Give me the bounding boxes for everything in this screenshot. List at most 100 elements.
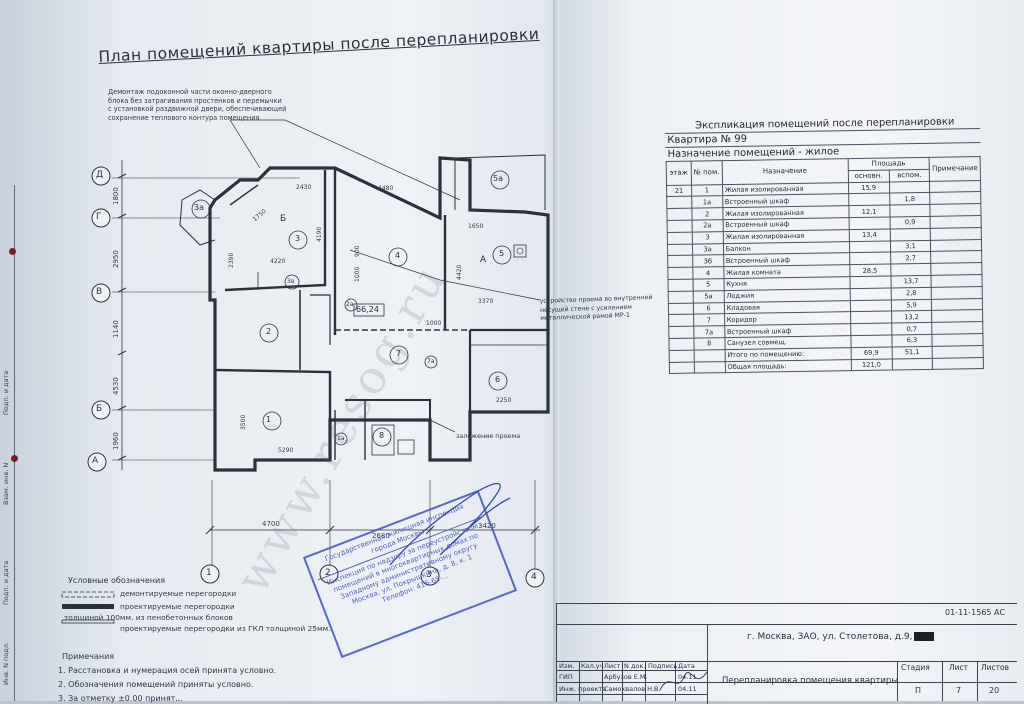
callout-line: блока без затрагивания простенков и пере… (108, 96, 282, 105)
callout-bottom: заложение проема (456, 432, 521, 440)
cell-area-aux: 13,2 (891, 310, 932, 324)
cell-floor (667, 231, 693, 245)
cell-area-main (850, 334, 892, 348)
address: г. Москва, ЗАО, ул. Столетова, д.9, (747, 632, 935, 642)
list-value: 7 (956, 686, 962, 695)
engineer-signature (659, 671, 708, 691)
dimension-label: 3500 (240, 414, 247, 430)
title-block: 01-11-1565 АС г. Москва, ЗАО, ул. Столет… (556, 603, 1017, 704)
cell-name: Общая площадь: (724, 359, 851, 373)
cell-area-aux: 51,1 (891, 346, 933, 359)
cell-floor (668, 326, 694, 339)
cell-note (931, 298, 983, 311)
room-number: 8 (379, 431, 385, 440)
th-kuch: Кол.уч (581, 662, 604, 670)
cell-area-main: 13,4 (848, 228, 891, 242)
th-podp: Подпись (648, 662, 678, 670)
section-mark: А (480, 255, 487, 265)
cell-number (693, 349, 725, 362)
legend-item: проектируемые перегородки (120, 602, 235, 611)
th-ndok: N док. (624, 662, 646, 670)
stage-header: Стадия (901, 663, 930, 672)
gip-name: Арбузов Е.М. (604, 673, 648, 681)
cell-note (930, 250, 982, 264)
axis-label: А (92, 456, 99, 466)
cell-area-main (849, 287, 892, 301)
engineer-date: 04.11 (678, 685, 697, 693)
drawing-code: 01-11-1565 АС (945, 608, 1006, 617)
room-number: 7а (427, 358, 435, 365)
cell-note (929, 180, 981, 193)
note-item: 1. Расстановка и нумерация осей принята … (58, 666, 277, 675)
role-engineer: Инж. проекта (559, 685, 607, 693)
cell-number: 7а (693, 325, 725, 339)
address-text: г. Москва, ЗАО, ул. Столетова, д.9, (747, 632, 913, 642)
cell-area-aux: 5,9 (891, 298, 932, 312)
cell-number: 1а (691, 195, 723, 209)
cell-area-aux (891, 357, 933, 371)
cell-area-aux: 6,3 (891, 334, 933, 347)
cell-number: 3б (692, 254, 724, 268)
room-number: 3а (194, 203, 204, 212)
cell-floor (668, 314, 694, 327)
room-number: 2а (346, 301, 354, 308)
cell-floor: 21 (666, 184, 692, 197)
dimension-label: 4190 (316, 226, 323, 242)
cell-note (932, 357, 984, 370)
dimension-label: 1800 (112, 187, 120, 205)
dimension-label: 2430 (296, 184, 312, 191)
cell-floor (668, 279, 693, 292)
dimension-label: 4220 (270, 258, 286, 265)
dimension-label: 4480 (378, 185, 394, 192)
legend-swatches (61, 591, 115, 624)
list-header: Лист (949, 663, 969, 672)
cell-number: 3 (691, 231, 724, 244)
explication-table: Экспликация помещений после перепланиров… (665, 115, 984, 374)
dimension-label: 4420 (456, 264, 463, 280)
floor-plan (87, 119, 550, 588)
cell-area-aux (889, 180, 930, 194)
legend-heading: Условные обозначения (68, 576, 166, 585)
col-header: основн. (847, 169, 890, 183)
axis-label: Д (96, 170, 104, 180)
lists-header: Листов (981, 663, 1010, 672)
dimension-label: 1000 (354, 266, 361, 282)
axis-label: Б (96, 404, 103, 414)
pin-mark (11, 455, 18, 462)
cell-number: 2 (691, 207, 723, 221)
room-number: 4 (395, 251, 401, 260)
cell-note (930, 227, 982, 240)
cell-area-aux: 0,7 (891, 322, 933, 335)
lists-value: 20 (989, 686, 1000, 695)
dimension-label: 3370 (478, 298, 494, 305)
dimension-label: 2680 (372, 532, 390, 540)
cell-note (931, 274, 983, 288)
cell-note (930, 239, 982, 252)
cell-note (931, 286, 983, 299)
room-number: 3 (295, 234, 301, 243)
cell-floor (667, 243, 693, 256)
cell-area-aux: 2,7 (890, 251, 932, 265)
cell-area-aux (889, 204, 931, 217)
cell-area-main (850, 311, 892, 324)
axis-label: 2 (325, 568, 331, 578)
cell-number: 5 (692, 278, 724, 291)
notes-heading: Примечания (62, 652, 115, 661)
dimension-label: 2250 (496, 397, 512, 404)
cell-area-main: 12,1 (848, 205, 890, 218)
th-izm: Изм. (559, 662, 575, 670)
cell-area-main (848, 216, 890, 230)
cell-number: 7 (693, 313, 725, 327)
axis-label: 1 (206, 568, 212, 578)
cell-floor (666, 208, 692, 221)
room-number: 6 (495, 375, 501, 384)
col-header: Примечание (929, 156, 981, 181)
cell-area-main (849, 299, 892, 312)
role-gip: ГИП (559, 673, 573, 681)
dimension-label: 4700 (262, 520, 280, 528)
gip-date: 04.11 (678, 673, 697, 681)
cell-note (931, 321, 983, 335)
cell-area-main: 121,0 (850, 358, 893, 371)
cell-note (929, 191, 981, 205)
